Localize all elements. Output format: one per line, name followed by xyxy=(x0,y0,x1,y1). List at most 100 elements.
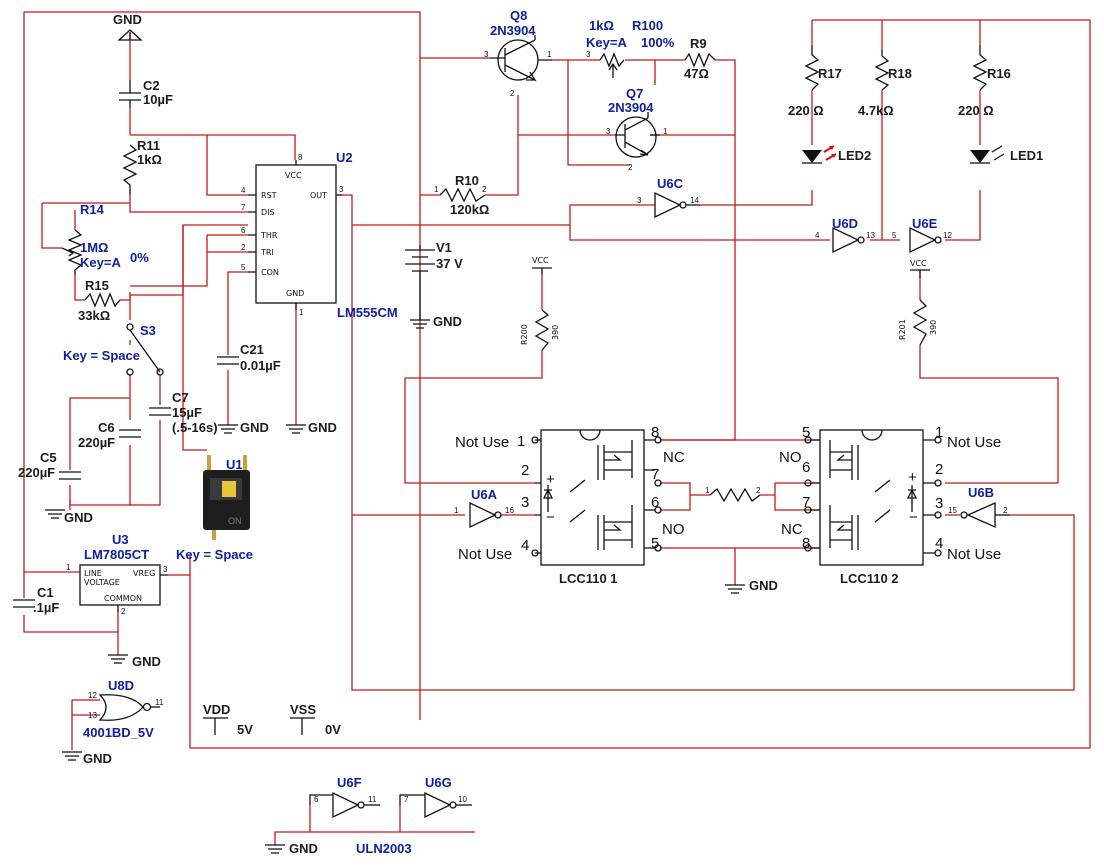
u6b-inverter: 15 2 xyxy=(948,501,1010,529)
gnd-555 xyxy=(286,424,306,434)
c7-capacitor xyxy=(149,407,171,416)
c2-capacitor xyxy=(119,80,141,108)
led2-diode xyxy=(802,145,837,164)
u2-pin-dis: DIS xyxy=(261,208,275,217)
c5-ref: C5 xyxy=(40,450,57,465)
u6b-ref: U6B xyxy=(968,485,994,500)
u6a-inverter: 1 16 xyxy=(454,501,514,529)
u3-regulator: 1 3 2 xyxy=(66,563,168,616)
r15-value: 33kΩ xyxy=(78,308,110,323)
svg-text:4: 4 xyxy=(241,186,246,195)
gnd-c5 xyxy=(45,509,65,519)
r18-ref: R18 xyxy=(888,66,912,81)
svg-text:3: 3 xyxy=(339,185,344,194)
u8d-nor-gate: 12 13 11 xyxy=(88,691,164,721)
wires xyxy=(23,11,1091,845)
lcc2-plus: + xyxy=(908,469,917,486)
svg-text:12: 12 xyxy=(943,231,952,240)
svg-text:1: 1 xyxy=(705,486,710,495)
vss-ref: VSS xyxy=(290,702,316,717)
r17-value: 220 Ω xyxy=(788,103,824,118)
svg-text:11: 11 xyxy=(155,698,164,707)
u3-vreg: VREG xyxy=(133,569,155,578)
r100-key: Key=A xyxy=(586,35,627,50)
led2-ref: LED2 xyxy=(838,148,871,163)
svg-text:11: 11 xyxy=(368,795,377,804)
svg-text:2: 2 xyxy=(241,243,246,252)
lcc1-minus: − xyxy=(546,509,555,526)
svg-text:8: 8 xyxy=(802,535,810,552)
c1-value: .1µF xyxy=(33,600,59,615)
c2-value: 10µF xyxy=(143,92,173,107)
vcc-r200 xyxy=(532,267,552,351)
u6d-ref: U6D xyxy=(832,216,858,231)
u1-ref: U1 xyxy=(226,457,243,472)
u6c-inverter: 3 14 xyxy=(637,191,700,219)
svg-text:4: 4 xyxy=(815,231,820,240)
svg-text:16: 16 xyxy=(505,506,514,515)
svg-text:6: 6 xyxy=(651,494,659,511)
r16-value: 220 Ω xyxy=(958,103,994,118)
u1-dip-switch: ON xyxy=(203,455,250,540)
r9-value: 47Ω xyxy=(684,66,709,81)
u2-ic: 8 4 7 6 2 5 3 1 xyxy=(241,153,344,317)
lcc2-no: NO xyxy=(779,449,802,466)
r16-ref: R16 xyxy=(987,66,1011,81)
gnd-label-u8d: GND xyxy=(83,751,112,766)
u6c-ref: U6C xyxy=(657,176,684,191)
gnd-lcc xyxy=(725,584,745,594)
gnd-symbols xyxy=(45,29,745,854)
svg-text:3: 3 xyxy=(606,127,611,136)
r201-ref: R201 xyxy=(898,319,907,340)
vss-value: 0V xyxy=(325,722,341,737)
c21-value: 0.01µF xyxy=(240,358,281,373)
gnd-label-c5: GND xyxy=(64,510,93,525)
r11-value: 1kΩ xyxy=(137,152,162,167)
svg-text:13: 13 xyxy=(88,711,97,720)
svg-text:2: 2 xyxy=(628,163,633,172)
svg-text:1: 1 xyxy=(547,50,552,59)
svg-text:2: 2 xyxy=(935,461,943,478)
svg-text:1: 1 xyxy=(935,424,943,441)
c6-ref: C6 xyxy=(98,420,115,435)
lcc2-ref: LCC110 2 xyxy=(840,571,899,586)
svg-text:3: 3 xyxy=(521,494,529,511)
r14-ref: R14 xyxy=(80,202,105,217)
svg-text:6: 6 xyxy=(241,226,246,235)
svg-text:8: 8 xyxy=(298,153,303,162)
c6-capacitor xyxy=(119,429,141,438)
svg-text:4: 4 xyxy=(935,535,943,552)
r10-ref: R10 xyxy=(455,173,479,188)
u6g-inverter: 7 10 xyxy=(399,791,472,819)
svg-text:5: 5 xyxy=(802,424,810,441)
u2-ref: U2 xyxy=(336,150,353,165)
vdd-ref: VDD xyxy=(203,702,230,717)
vss-symbol xyxy=(290,717,315,735)
q7-transistor: 3 1 2 xyxy=(606,112,668,172)
r100-potentiometer: 3 xyxy=(586,50,625,78)
svg-text:5: 5 xyxy=(892,231,897,240)
c1-capacitor xyxy=(13,599,35,608)
r10-value: 120kΩ xyxy=(450,202,489,217)
svg-text:3: 3 xyxy=(586,50,591,59)
lcc1-nc: NC xyxy=(663,449,685,466)
u6f-ref: U6F xyxy=(337,775,362,790)
r14-percent: 0% xyxy=(130,250,149,265)
u3-ref: U3 xyxy=(112,532,129,547)
lcc1-no: NO xyxy=(662,521,685,538)
lcc1-ref: LCC110 1 xyxy=(559,571,618,586)
c2-ref: C2 xyxy=(143,78,160,93)
u8d-part: 4001BD_5V xyxy=(83,725,154,740)
gnd-u8d xyxy=(62,751,82,761)
u2-pin-tri: TRI xyxy=(260,248,274,257)
lcc1-notuse-1: Not Use xyxy=(455,434,509,451)
lcc2-minus: − xyxy=(909,509,918,526)
u6f-inverter: 6 11 xyxy=(309,791,380,819)
u3-part: LM7805CT xyxy=(84,547,149,562)
r18-value: 4.7kΩ xyxy=(858,103,894,118)
gnd-label-c21: GND xyxy=(240,420,269,435)
lcc110-2: 5 6 7 8 1 2 3 4 xyxy=(802,424,943,566)
u6g-ref: U6G xyxy=(425,775,452,790)
svg-text:2: 2 xyxy=(521,462,529,479)
